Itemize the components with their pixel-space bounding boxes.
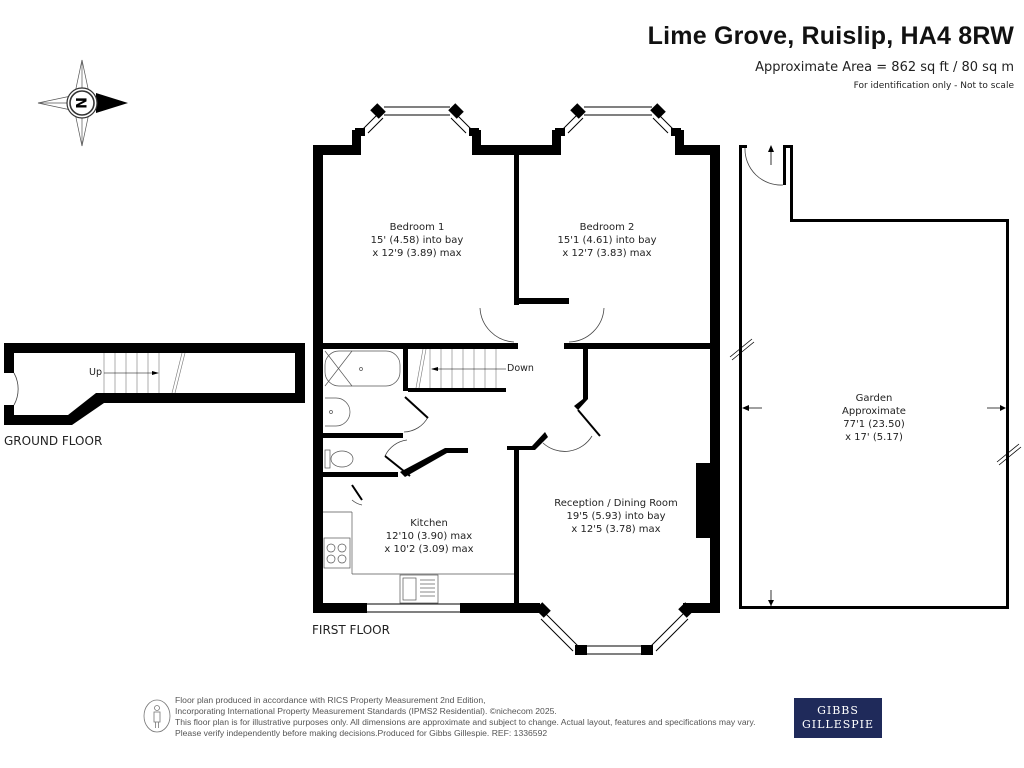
room-name: Garden: [855, 393, 893, 404]
gibbs-gillespie-logo: GIBBS GILLESPIE: [794, 698, 882, 738]
room-dimension: 12'10 (3.90) max: [385, 531, 473, 542]
scale-note: For identification only - Not to scale: [853, 81, 1014, 91]
room-dimension: x 12'7 (3.83) max: [562, 248, 652, 259]
room-dimension: x 17' (5.17): [845, 432, 903, 443]
approximate-area: Approximate Area = 862 sq ft / 80 sq m: [755, 60, 1014, 75]
room-dimension: x 12'5 (3.78) max: [571, 524, 661, 535]
stairs-down-label: Down: [507, 363, 534, 374]
room-name: Bedroom 1: [389, 222, 445, 233]
room-bedroom-2: Bedroom 2 15'1 (4.61) into bay x 12'7 (3…: [558, 221, 657, 260]
room-name: Kitchen: [410, 518, 448, 529]
footer-disclaimer: Floor plan produced in accordance with R…: [175, 695, 756, 739]
footer-line: Floor plan produced in accordance with R…: [175, 695, 486, 705]
room-subtitle: Approximate: [842, 406, 906, 417]
north-compass-icon: N: [37, 59, 128, 147]
room-dimension: 19'5 (5.93) into bay: [566, 511, 666, 522]
logo-line: GILLESPIE: [801, 718, 875, 731]
stairs-up-label: Up: [89, 367, 102, 378]
footer-line: Please verify independently before makin…: [175, 728, 548, 738]
room-name: Reception / Dining Room: [554, 498, 678, 509]
room-dimension: 15'1 (4.61) into bay: [557, 235, 657, 246]
first-floor-label: FIRST FLOOR: [312, 623, 390, 637]
room-kitchen: Kitchen 12'10 (3.90) max x 10'2 (3.09) m…: [384, 517, 473, 556]
footer-line: This floor plan is for illustrative purp…: [175, 717, 756, 727]
ground-floor-label: GROUND FLOOR: [4, 434, 103, 448]
room-name: Bedroom 2: [579, 222, 635, 233]
room-garden: Garden Approximate 77'1 (23.50) x 17' (5…: [842, 392, 906, 444]
footer-line: Incorporating International Property Mea…: [175, 706, 557, 716]
room-bedroom-1: Bedroom 1 15' (4.58) into bay x 12'9 (3.…: [371, 221, 464, 260]
svg-text:N: N: [72, 97, 88, 109]
measurement-standard-icon: [143, 699, 171, 733]
room-dimension: 77'1 (23.50): [843, 419, 905, 430]
page-title: Lime Grove, Ruislip, HA4 8RW: [647, 22, 1014, 50]
room-dimension: x 10'2 (3.09) max: [384, 544, 474, 555]
room-dimension: 15' (4.58) into bay: [370, 235, 464, 246]
logo-line: GIBBS: [817, 704, 859, 717]
room-dimension: x 12'9 (3.89) max: [372, 248, 462, 259]
room-reception-dining: Reception / Dining Room 19'5 (5.93) into…: [554, 497, 677, 536]
